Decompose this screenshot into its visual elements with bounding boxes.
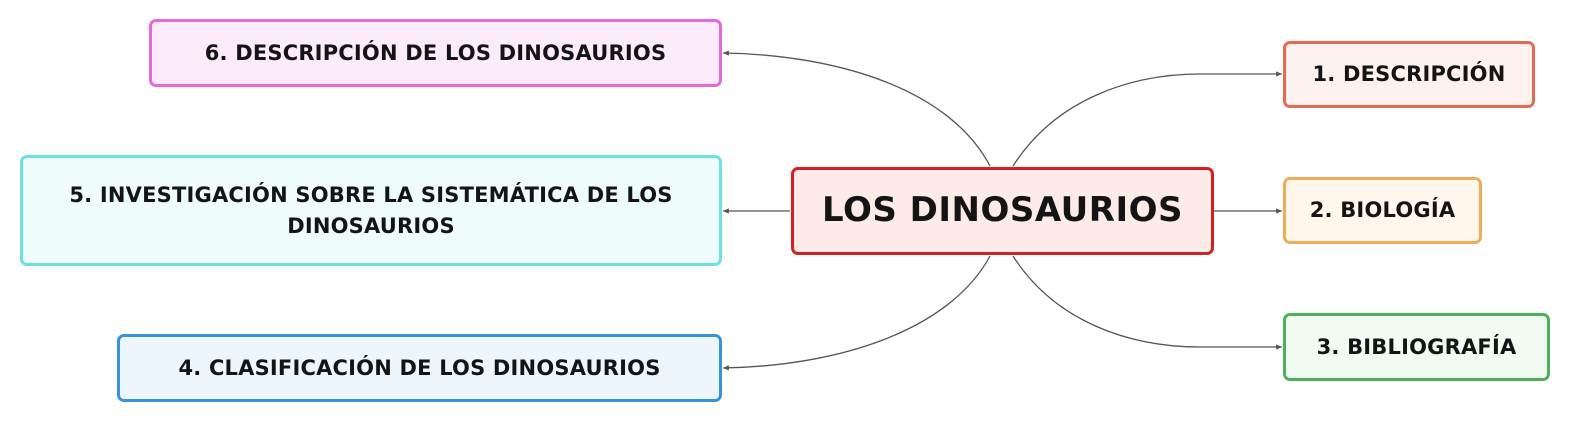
branch-node-label: 2. BIOLOGÍA (1309, 198, 1456, 223)
branch-node-descripcion[interactable]: 1. DESCRIPCIÓN (1283, 41, 1535, 108)
branch-node-bibliografia[interactable]: 3. BIBLIOGRAFÍA (1283, 313, 1550, 381)
branch-node-clasificacion[interactable]: 4. CLASIFICACIÓN DE LOS DINOSAURIOS (117, 334, 722, 402)
branch-node-investigacion[interactable]: 5. INVESTIGACIÓN SOBRE LA SISTEMÁTICA DE… (20, 155, 722, 266)
branch-node-label: 6. DESCRIPCIÓN DE LOS DINOSAURIOS (204, 40, 667, 65)
central-topic-label: LOS DINOSAURIOS (822, 190, 1183, 231)
central-topic[interactable]: LOS DINOSAURIOS (791, 167, 1214, 255)
branch-node-label: 4. CLASIFICACIÓN DE LOS DINOSAURIOS (178, 355, 661, 380)
branch-node-label: 3. BIBLIOGRAFÍA (1316, 334, 1517, 359)
branch-node-descripcion-dinosaurios[interactable]: 6. DESCRIPCIÓN DE LOS DINOSAURIOS (149, 19, 722, 87)
branch-node-label: 5. INVESTIGACIÓN SOBRE LA SISTEMÁTICA DE… (69, 183, 673, 238)
connector-branch-4 (722, 255, 991, 371)
connector-branch-3 (1012, 255, 1282, 350)
connector-branch-1 (1012, 71, 1282, 167)
branch-node-label: 1. DESCRIPCIÓN (1312, 62, 1506, 87)
connector-branch-6 (722, 50, 991, 167)
branch-node-biologia[interactable]: 2. BIOLOGÍA (1283, 177, 1482, 244)
